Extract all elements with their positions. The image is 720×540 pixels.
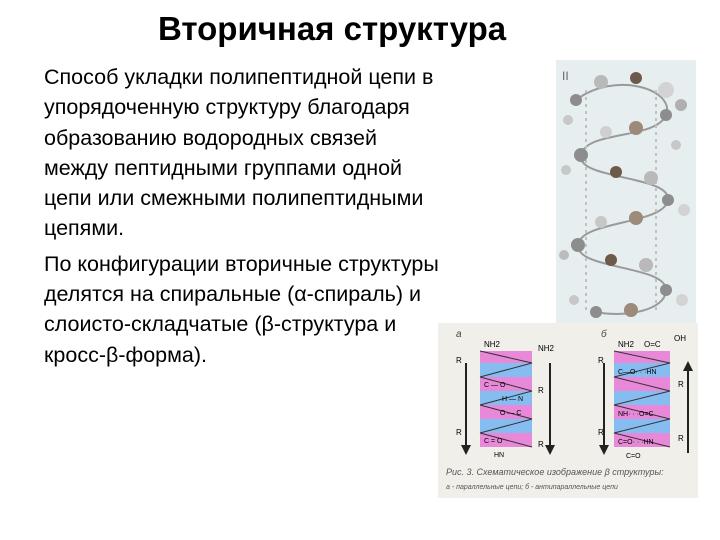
bond-label: HN [494,452,504,459]
beta-sheet-illustration: а б NH2 NH2 C — O H — N O — C C = O HN R… [446,328,693,491]
panel-a-label: а [456,329,462,340]
slide-title: Вторичная структура [158,10,507,47]
beta-sheet-figure: а б NH2 NH2 C — O H — N O — C C = O HN R… [438,323,698,498]
bond-label: C = O [484,438,503,445]
r-group-label: R [598,428,604,437]
alpha-helix-illustration: II [559,69,690,318]
slide-body: Способ укладки полипептидной цепи в упор… [44,62,439,370]
antiparallel-sheet: NH2 O=C OH C—O· · ·HN NH· · ·O=C C=O· · … [598,334,693,460]
arrowhead-icon [599,445,609,455]
figure-caption: Рис. 3. Схематическое изображение β стру… [446,467,664,477]
r-group-label: R [456,428,462,437]
right-nh2-label: NH2 [618,340,635,349]
arrowhead-icon [545,445,555,455]
bond-label: H — N [502,396,523,403]
bond-label: C — O [484,382,506,389]
r-group-label: R [538,386,544,395]
r-group-label: R [456,356,462,365]
definition-paragraph: Способ укладки полипептидной цепи в упор… [44,65,434,241]
arrowhead-icon [461,445,471,455]
helix-atoms [559,72,690,318]
left-nh2-label-2: NH2 [538,344,555,353]
bond-label: C—O· · ·HN [618,369,657,376]
r-group-label: R [678,434,684,443]
left-nh2-label: NH2 [484,340,501,349]
bond-label: NH· · ·O=C [618,411,654,418]
panel-b-label: б [601,328,607,340]
arrowhead-icon [683,361,693,371]
helix-backbone [575,84,670,315]
parallel-sheet: NH2 NH2 C — O H — N O — C C = O HN R R R… [456,340,555,459]
helix-roman-label: II [562,69,569,83]
bond-label: C=O· · ·HN [618,439,654,446]
bond-label: C=O [626,453,641,460]
r-group-label: R [538,440,544,449]
classification-paragraph: По конфигурации вторичные структуры деля… [44,251,439,367]
alpha-helix-figure: II [556,60,696,324]
right-oh-label: OH [674,334,686,343]
r-group-label: R [598,356,604,365]
right-oc-label: O=C [644,340,661,349]
r-group-label: R [678,380,684,389]
figure-caption-legend: а - параллельные цепи; б - антипараллель… [446,483,618,491]
bond-label: O — C [500,410,521,417]
